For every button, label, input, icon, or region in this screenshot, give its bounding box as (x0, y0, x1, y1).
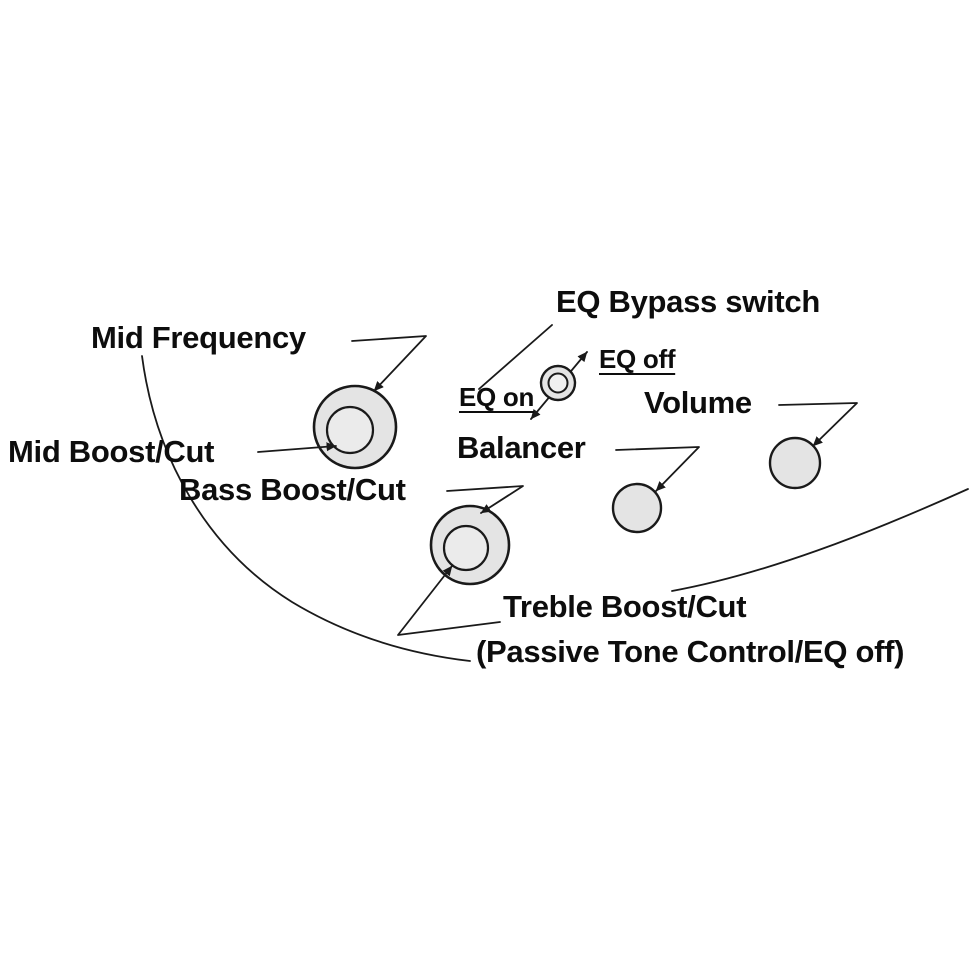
body-contour-left (141, 355, 471, 662)
balancer-leader-line (615, 446, 700, 492)
label-eq-off: EQ off (599, 344, 676, 374)
label-balancer: Balancer (457, 430, 586, 465)
label-volume: Volume (644, 385, 752, 420)
eq-bypass-leader-line (478, 324, 553, 390)
eq-bypass-switch-knob-inner (547, 372, 569, 394)
body-contour-right (671, 488, 969, 592)
balancer-knob (611, 482, 663, 534)
bass-treble-knob-inner (442, 524, 490, 572)
mid-boost-cut-leader-line (257, 442, 337, 453)
mid-frequency-leader-line (351, 335, 427, 392)
label-mid-boost-cut: Mid Boost/Cut (8, 434, 215, 469)
label-eq-bypass-switch: EQ Bypass switch (556, 284, 820, 319)
label-mid-frequency: Mid Frequency (91, 320, 306, 355)
bass-boost-cut-leader-line (446, 485, 524, 514)
volume-leader-line (778, 402, 858, 447)
label-treble-boost-cut-sub: (Passive Tone Control/EQ off) (476, 634, 905, 669)
label-bass-boost-cut: Bass Boost/Cut (179, 472, 406, 507)
label-eq-on: EQ on (459, 382, 535, 412)
mid-knob-inner (325, 405, 375, 455)
volume-knob (768, 436, 822, 490)
treble-boost-cut-leader-line (397, 565, 501, 636)
label-treble-boost-cut: Treble Boost/Cut (503, 589, 747, 624)
